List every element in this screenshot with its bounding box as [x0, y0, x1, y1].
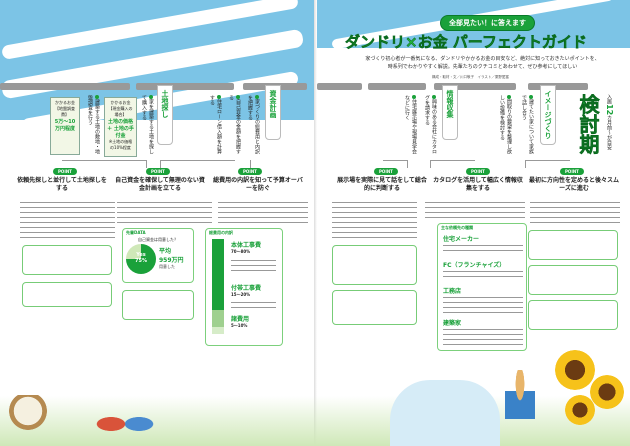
- point-title: 総費用の内訳を知って予算オーバーを防ぐ: [213, 177, 303, 192]
- step-item: 住宅ローン借入額を計算する: [209, 95, 222, 154]
- timeline-bar: [434, 83, 516, 90]
- page-gutter: [314, 0, 317, 446]
- phase-title: 検討期: [576, 94, 601, 155]
- connector-line: [430, 160, 475, 168]
- dango-offering-illustration: [8, 395, 48, 435]
- timeline-bar: [136, 83, 234, 90]
- money-box-survey: かかるお金【地盤調査費】5万〜10万円程度: [50, 97, 80, 155]
- point-title: 最初に方向性を定めると後々スムーズに進む: [528, 177, 619, 192]
- step-shikin-keikaku: 資金計画: [265, 85, 281, 140]
- step-item: 間取りの要望を整理し欲しい設備を検討する: [499, 95, 512, 154]
- connector-line: [525, 160, 570, 168]
- cloud-illustration: [390, 380, 500, 446]
- point-title: 自己資金を確保して無理のない資金計画を立てる: [115, 177, 205, 192]
- timeline-bar: [317, 83, 362, 90]
- page-title: ダンドリ×お金 パーフェクトガイド: [345, 33, 587, 52]
- step-item: 自己資金の金額を把握する: [228, 95, 241, 154]
- step-item: 住宅展示場や現場見学会などに行く: [404, 95, 417, 154]
- step-item: 家づくりの総費用と内訳を把握する: [247, 95, 260, 154]
- family-illustration: [90, 400, 160, 440]
- point-badge: POINT: [146, 168, 170, 175]
- sunflower-icon: [590, 375, 624, 409]
- builder-type: 建築家: [443, 320, 462, 327]
- step-item: 家を建築する土地を探して購入する: [141, 95, 154, 154]
- sunflower-icon: [555, 350, 595, 390]
- step-image-zukuri: イメージづくり: [540, 85, 556, 145]
- timeline-bar: [0, 83, 130, 90]
- header-badge: 全部見たい！に答えます: [440, 15, 535, 31]
- cost-bar: [212, 239, 224, 334]
- point-title: カタログを活用して幅広く情報収集をする: [433, 177, 523, 192]
- point-badge: POINT: [466, 168, 490, 175]
- step-item: 興味のある会社にカタログを請求する: [424, 95, 437, 154]
- timeline-bar: [528, 83, 588, 90]
- point-badge: POINT: [238, 168, 262, 175]
- credit: 構成・取材・文／川口敬子 イラスト／栗野愛冨: [432, 75, 509, 79]
- phase-subtitle: 入居12カ月前〜が目安: [605, 94, 614, 151]
- cost-segment-main: [212, 239, 224, 311]
- step-tochi-sagashi: 土地探し: [157, 85, 173, 145]
- connector-line: [383, 160, 408, 168]
- sunflower-icon: [565, 395, 595, 425]
- timeline-bar: [368, 83, 426, 90]
- builder-types-box: 主な依頼先の種類 住宅メーカー FC（フランチャイズ） 工務店 建築家: [437, 223, 527, 351]
- point-badge: POINT: [560, 168, 584, 175]
- point-title: 展示場を実際に見て話をして総合的に判断する: [337, 177, 427, 192]
- cost-segment-misc: [212, 327, 224, 334]
- lead-text: 家づくり初心者が一番気になる、ダンドリやかかるお金の目安など、絶対に知っておきた…: [365, 56, 600, 70]
- step-item: 建てたい家について家族で話し合う: [521, 95, 534, 154]
- point-badge: POINT: [53, 168, 77, 175]
- point-title: 依頼先探しと並行して土地探しをする: [17, 177, 107, 192]
- cost-segment-additional: [212, 310, 224, 328]
- step-item: 建築する土地の敷地・地盤調査を行う: [87, 95, 100, 154]
- family-illustration: [505, 370, 535, 440]
- connector-line: [62, 160, 147, 168]
- connector-line: [160, 160, 235, 168]
- money-box-land: かかるお金【現金購入の場合】土地の価格 ＋ 土地の手付金※土地の価格の10%程度: [104, 97, 137, 157]
- connector-line: [250, 160, 255, 168]
- point-badge: POINT: [374, 168, 398, 175]
- step-joho-shushu: 情報収集: [442, 85, 458, 140]
